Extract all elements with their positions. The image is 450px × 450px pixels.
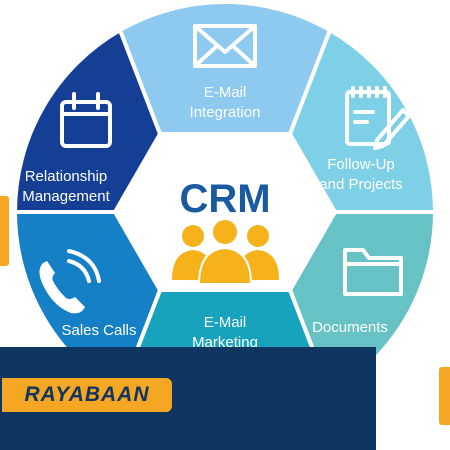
envelope-icon bbox=[193, 24, 257, 68]
segment-5[interactable] bbox=[12, 27, 163, 214]
brand-logo[interactable]: RAYABAAN bbox=[2, 378, 172, 412]
crm-title: CRM bbox=[179, 177, 270, 221]
brand-name: RAYABAAN bbox=[24, 383, 150, 406]
phone-icon bbox=[39, 249, 101, 314]
right-accent-bar bbox=[439, 367, 450, 425]
center-hexagon bbox=[115, 134, 335, 290]
segment-0[interactable] bbox=[117, 0, 333, 136]
notepad-pencil-icon bbox=[345, 86, 411, 150]
calendar-icon bbox=[60, 92, 112, 148]
people-group-icon bbox=[172, 218, 279, 285]
folder-icon bbox=[343, 248, 403, 296]
segment-label-2: Documents bbox=[312, 319, 388, 336]
segment-label-4: Sales Calls bbox=[61, 322, 136, 339]
left-accent-bar bbox=[0, 196, 9, 266]
